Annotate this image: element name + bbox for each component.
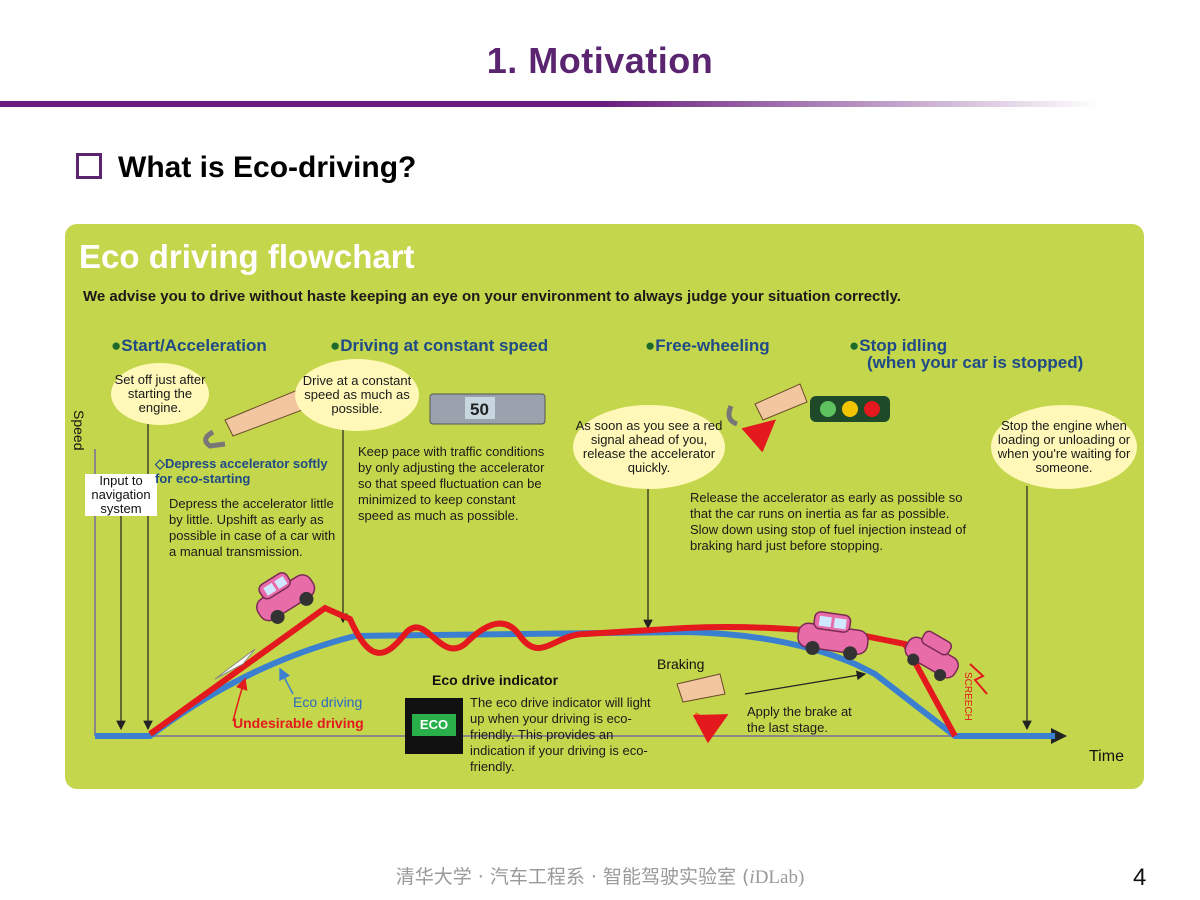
bubble-constant-speed: Drive at a constant speed as much as pos… <box>295 359 419 431</box>
flowchart-title: Eco driving flowchart <box>79 238 415 275</box>
eco-driving-legend: Eco driving <box>293 694 363 710</box>
phase-stop-idling: ●Stop idling <box>849 336 948 355</box>
release-foot-icon <box>726 383 808 453</box>
phase-constant-speed: ●Driving at constant speed <box>330 336 549 355</box>
eco-indicator-text: The eco drive indicator will light up wh… <box>470 695 651 774</box>
screech-text: SCREECH <box>962 672 973 721</box>
eco-driving-flowchart: 50 Eco driving flowchart We advise you t… <box>65 224 1144 789</box>
speedometer-display-icon <box>429 393 546 425</box>
depress-accelerator-text: Depress the accelerator little by little… <box>169 496 336 559</box>
bubble-set-off: Set off just after starting the engine. <box>111 363 209 425</box>
apply-brake-text: Apply the brake at the last stage. <box>747 704 852 735</box>
phase-free-wheeling: ●Free-wheeling <box>645 336 770 355</box>
brake-foot-icon <box>676 673 729 744</box>
braking-label: Braking <box>657 656 705 672</box>
keep-pace-text: Keep pace with traffic conditions by onl… <box>358 444 545 523</box>
speedometer-value: 50 <box>470 400 489 419</box>
bullet-text: What is Eco-driving? <box>118 151 417 184</box>
bullet-heading: What is Eco-driving? <box>76 151 416 185</box>
phase-stop-idling-sub: (when your car is stopped) <box>867 353 1084 372</box>
phase-start-acceleration: ●Start/Acceleration <box>111 336 267 355</box>
footer-italic: i <box>749 867 755 888</box>
time-axis-label: Time <box>1089 748 1124 765</box>
eco-indicator-title: Eco drive indicator <box>432 672 559 688</box>
footer-lab: DLab) <box>754 867 805 888</box>
footer: 清华大学 · 汽车工程系 · 智能驾驶实验室 (iDLab) <box>0 862 1200 889</box>
page-number: 4 <box>1133 864 1147 891</box>
release-accelerator-text: Release the accelerator as early as poss… <box>690 490 967 553</box>
pink-car-braking-icon <box>904 630 959 682</box>
accelerator-foot-icon <box>203 388 306 449</box>
square-bullet-icon <box>76 153 102 180</box>
flowchart-subtitle: We advise you to drive without haste kee… <box>83 288 901 305</box>
eco-badge-text: ECO <box>419 717 449 732</box>
title-divider <box>0 101 1100 107</box>
flowchart-graphics: 50 <box>94 383 1067 754</box>
undesirable-driving-curve <box>148 604 958 738</box>
bubble-red-signal: As soon as you see a red signal ahead of… <box>573 405 725 489</box>
depress-accelerator-heading: ◇Depress accelerator softly for eco-star… <box>155 456 328 486</box>
pink-car-freewheeling-icon <box>797 611 869 661</box>
input-navigation-label: Input to navigation system <box>85 474 157 516</box>
pink-car-accelerating-icon <box>256 572 316 624</box>
slide-title: 1. Motivation <box>486 40 714 81</box>
bubble-stop-engine: Stop the engine when loading or unloadin… <box>991 405 1137 489</box>
speed-axis-label: Speed <box>71 410 87 451</box>
traffic-light-icon <box>810 396 890 422</box>
footer-text: 清华大学 · 汽车工程系 · 智能驾驶实验室 ( <box>395 866 750 888</box>
undesirable-driving-legend: Undesirable driving <box>233 715 364 731</box>
